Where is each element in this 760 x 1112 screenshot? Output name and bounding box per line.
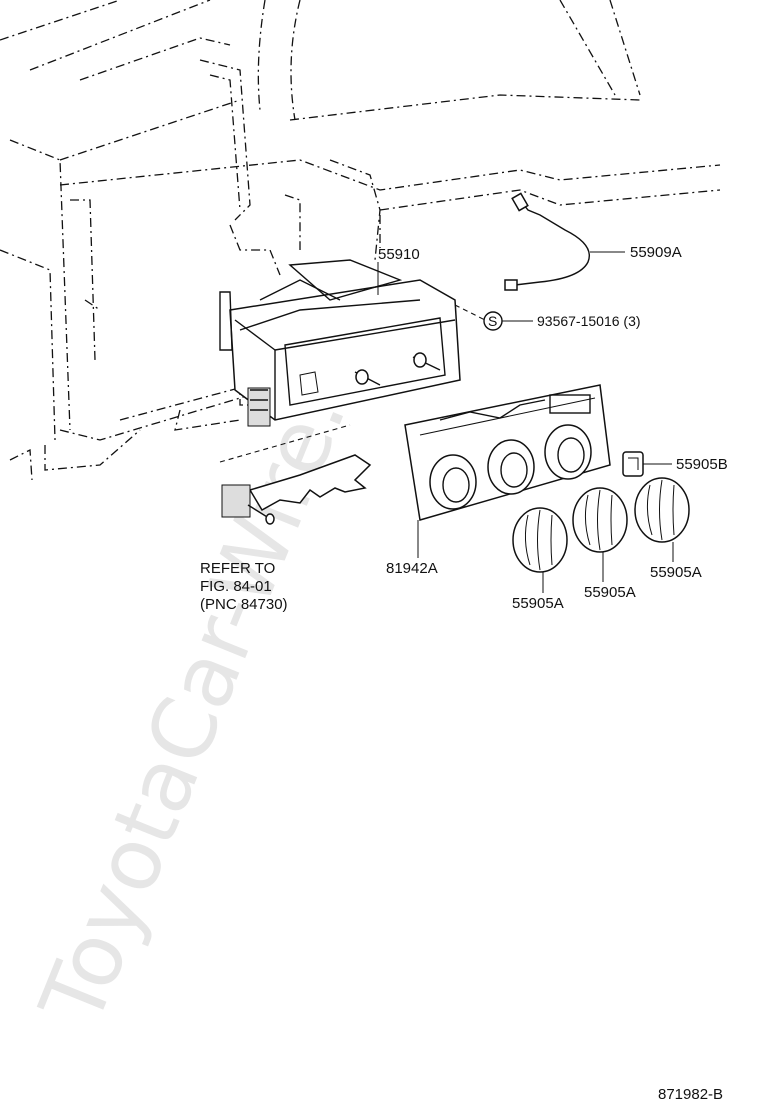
screw-symbol-circle — [483, 311, 503, 331]
label-55909A: 55909A — [630, 244, 682, 261]
sensor-cable-55909A — [504, 192, 590, 291]
label-93567-15016: 93567-15016 (3) — [537, 313, 641, 329]
label-55905A-3: 55905A — [650, 564, 702, 581]
knob-55905A-2 — [572, 487, 628, 553]
cable-bracket — [219, 424, 372, 525]
label-81942A: 81942A — [386, 560, 438, 577]
face-panel-81942A — [404, 384, 611, 521]
label-55910: 55910 — [378, 246, 420, 263]
leader-lines — [377, 251, 674, 593]
screw-symbol-letter: S — [488, 313, 497, 329]
refer-line-1: REFER TO — [200, 560, 275, 577]
label-55905B: 55905B — [676, 456, 728, 473]
label-55905A-1: 55905A — [512, 595, 564, 612]
dashboard-phantom-outline — [0, 0, 721, 481]
figure-code: 871982-B — [658, 1086, 723, 1103]
refer-line-2: FIG. 84-01 — [200, 578, 272, 595]
button-55905B — [622, 451, 644, 477]
knob-55905A-3 — [634, 477, 690, 543]
knob-55905A-1 — [512, 507, 568, 573]
label-55905A-2: 55905A — [584, 584, 636, 601]
heater-control-assembly — [219, 259, 461, 427]
refer-line-3: (PNC 84730) — [200, 596, 288, 613]
